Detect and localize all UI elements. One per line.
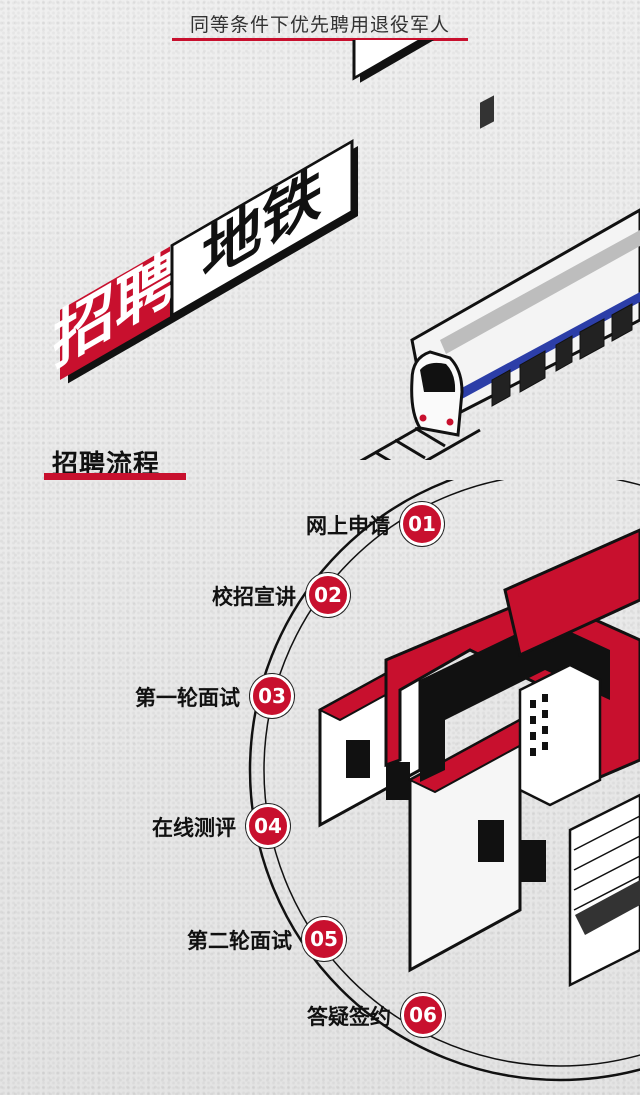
step-badge-06: 06 bbox=[401, 993, 445, 1037]
step-label-01: 网上申请 bbox=[306, 514, 390, 538]
hero-illustration: 招聘 地铁 一号线 bbox=[53, 40, 640, 460]
metro-logo-building-illustration bbox=[317, 528, 640, 988]
step-badge-03: 03 bbox=[250, 674, 294, 718]
step-label-04: 在线测评 bbox=[152, 816, 236, 840]
step-label-03: 第一轮面试 bbox=[135, 686, 240, 710]
step-label-02: 校招宣讲 bbox=[212, 585, 296, 609]
step-badge-05: 05 bbox=[302, 917, 346, 961]
process-illustration bbox=[248, 480, 640, 1082]
process-ring-outer bbox=[248, 480, 640, 1082]
process-title-underline bbox=[44, 473, 186, 480]
process-ring-inner bbox=[263, 480, 640, 1067]
svg-text:地铁: 地铁 bbox=[202, 156, 322, 295]
step-label-05: 第二轮面试 bbox=[187, 929, 292, 953]
hero-word-red-text: 招聘 bbox=[53, 237, 177, 381]
hero-word-red: 招聘 bbox=[53, 237, 178, 384]
train-illustration bbox=[359, 95, 640, 460]
step-badge-02: 02 bbox=[306, 573, 350, 617]
step-badge-01: 01 bbox=[400, 502, 444, 546]
step-label-06: 答疑签约 bbox=[307, 1005, 391, 1029]
top-note: 同等条件下优先聘用退役军人 bbox=[189, 14, 450, 36]
step-badge-04: 04 bbox=[246, 804, 290, 848]
top-note-underline bbox=[172, 38, 468, 41]
